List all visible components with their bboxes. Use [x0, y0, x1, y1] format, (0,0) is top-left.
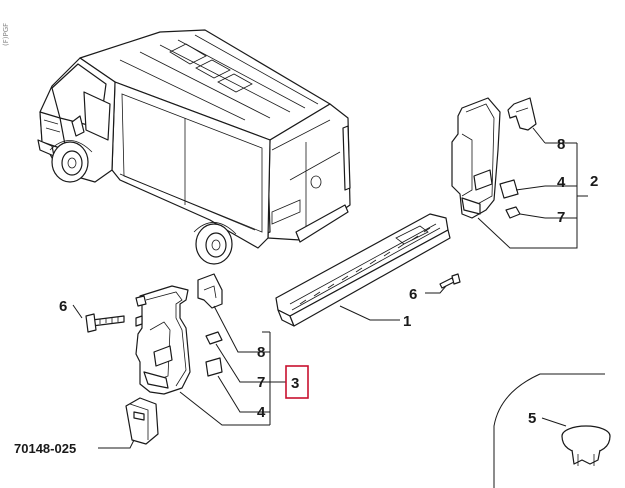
plug-part-5[interactable] — [561, 425, 611, 466]
rear-corner-cover-right[interactable] — [451, 97, 501, 219]
clip-part-7-lower[interactable] — [205, 331, 223, 345]
callout-5: 5 — [528, 410, 536, 427]
seal-gasket-lower-left[interactable] — [125, 397, 159, 445]
callout-4-upper: 4 — [557, 174, 566, 191]
callout-4-lower: 4 — [257, 404, 266, 421]
callout-2: 2 — [590, 173, 598, 190]
inset-frame — [493, 373, 605, 488]
clip-part-4-lower[interactable] — [205, 357, 223, 377]
van-illustration — [37, 29, 351, 265]
callout-6-left: 6 — [59, 298, 67, 315]
corner-stamp: (F)PGF — [2, 23, 10, 46]
drawing-code: 70148-025 — [14, 441, 76, 456]
callout-1: 1 — [403, 313, 411, 330]
bracket-part-8-lower[interactable] — [197, 273, 223, 309]
screw-part-6-right[interactable] — [439, 273, 461, 289]
callout-8-upper: 8 — [557, 136, 565, 153]
callout-8-lower: 8 — [257, 344, 265, 361]
callout-6-right: 6 — [409, 286, 417, 303]
bracket-part-8-upper[interactable] — [507, 97, 537, 131]
callout-7-upper: 7 — [557, 209, 565, 226]
running-board-step[interactable] — [275, 213, 451, 327]
screw-part-6-left[interactable] — [85, 313, 125, 333]
clip-part-7-upper[interactable] — [505, 206, 521, 219]
rear-corner-cover-left[interactable] — [135, 285, 191, 395]
leader-lines — [72, 127, 588, 449]
clip-part-4-upper[interactable] — [499, 179, 519, 199]
callout-7-lower: 7 — [257, 374, 265, 391]
callout-3-highlight-box[interactable] — [285, 365, 309, 399]
callout-3[interactable]: 3 — [291, 375, 299, 392]
